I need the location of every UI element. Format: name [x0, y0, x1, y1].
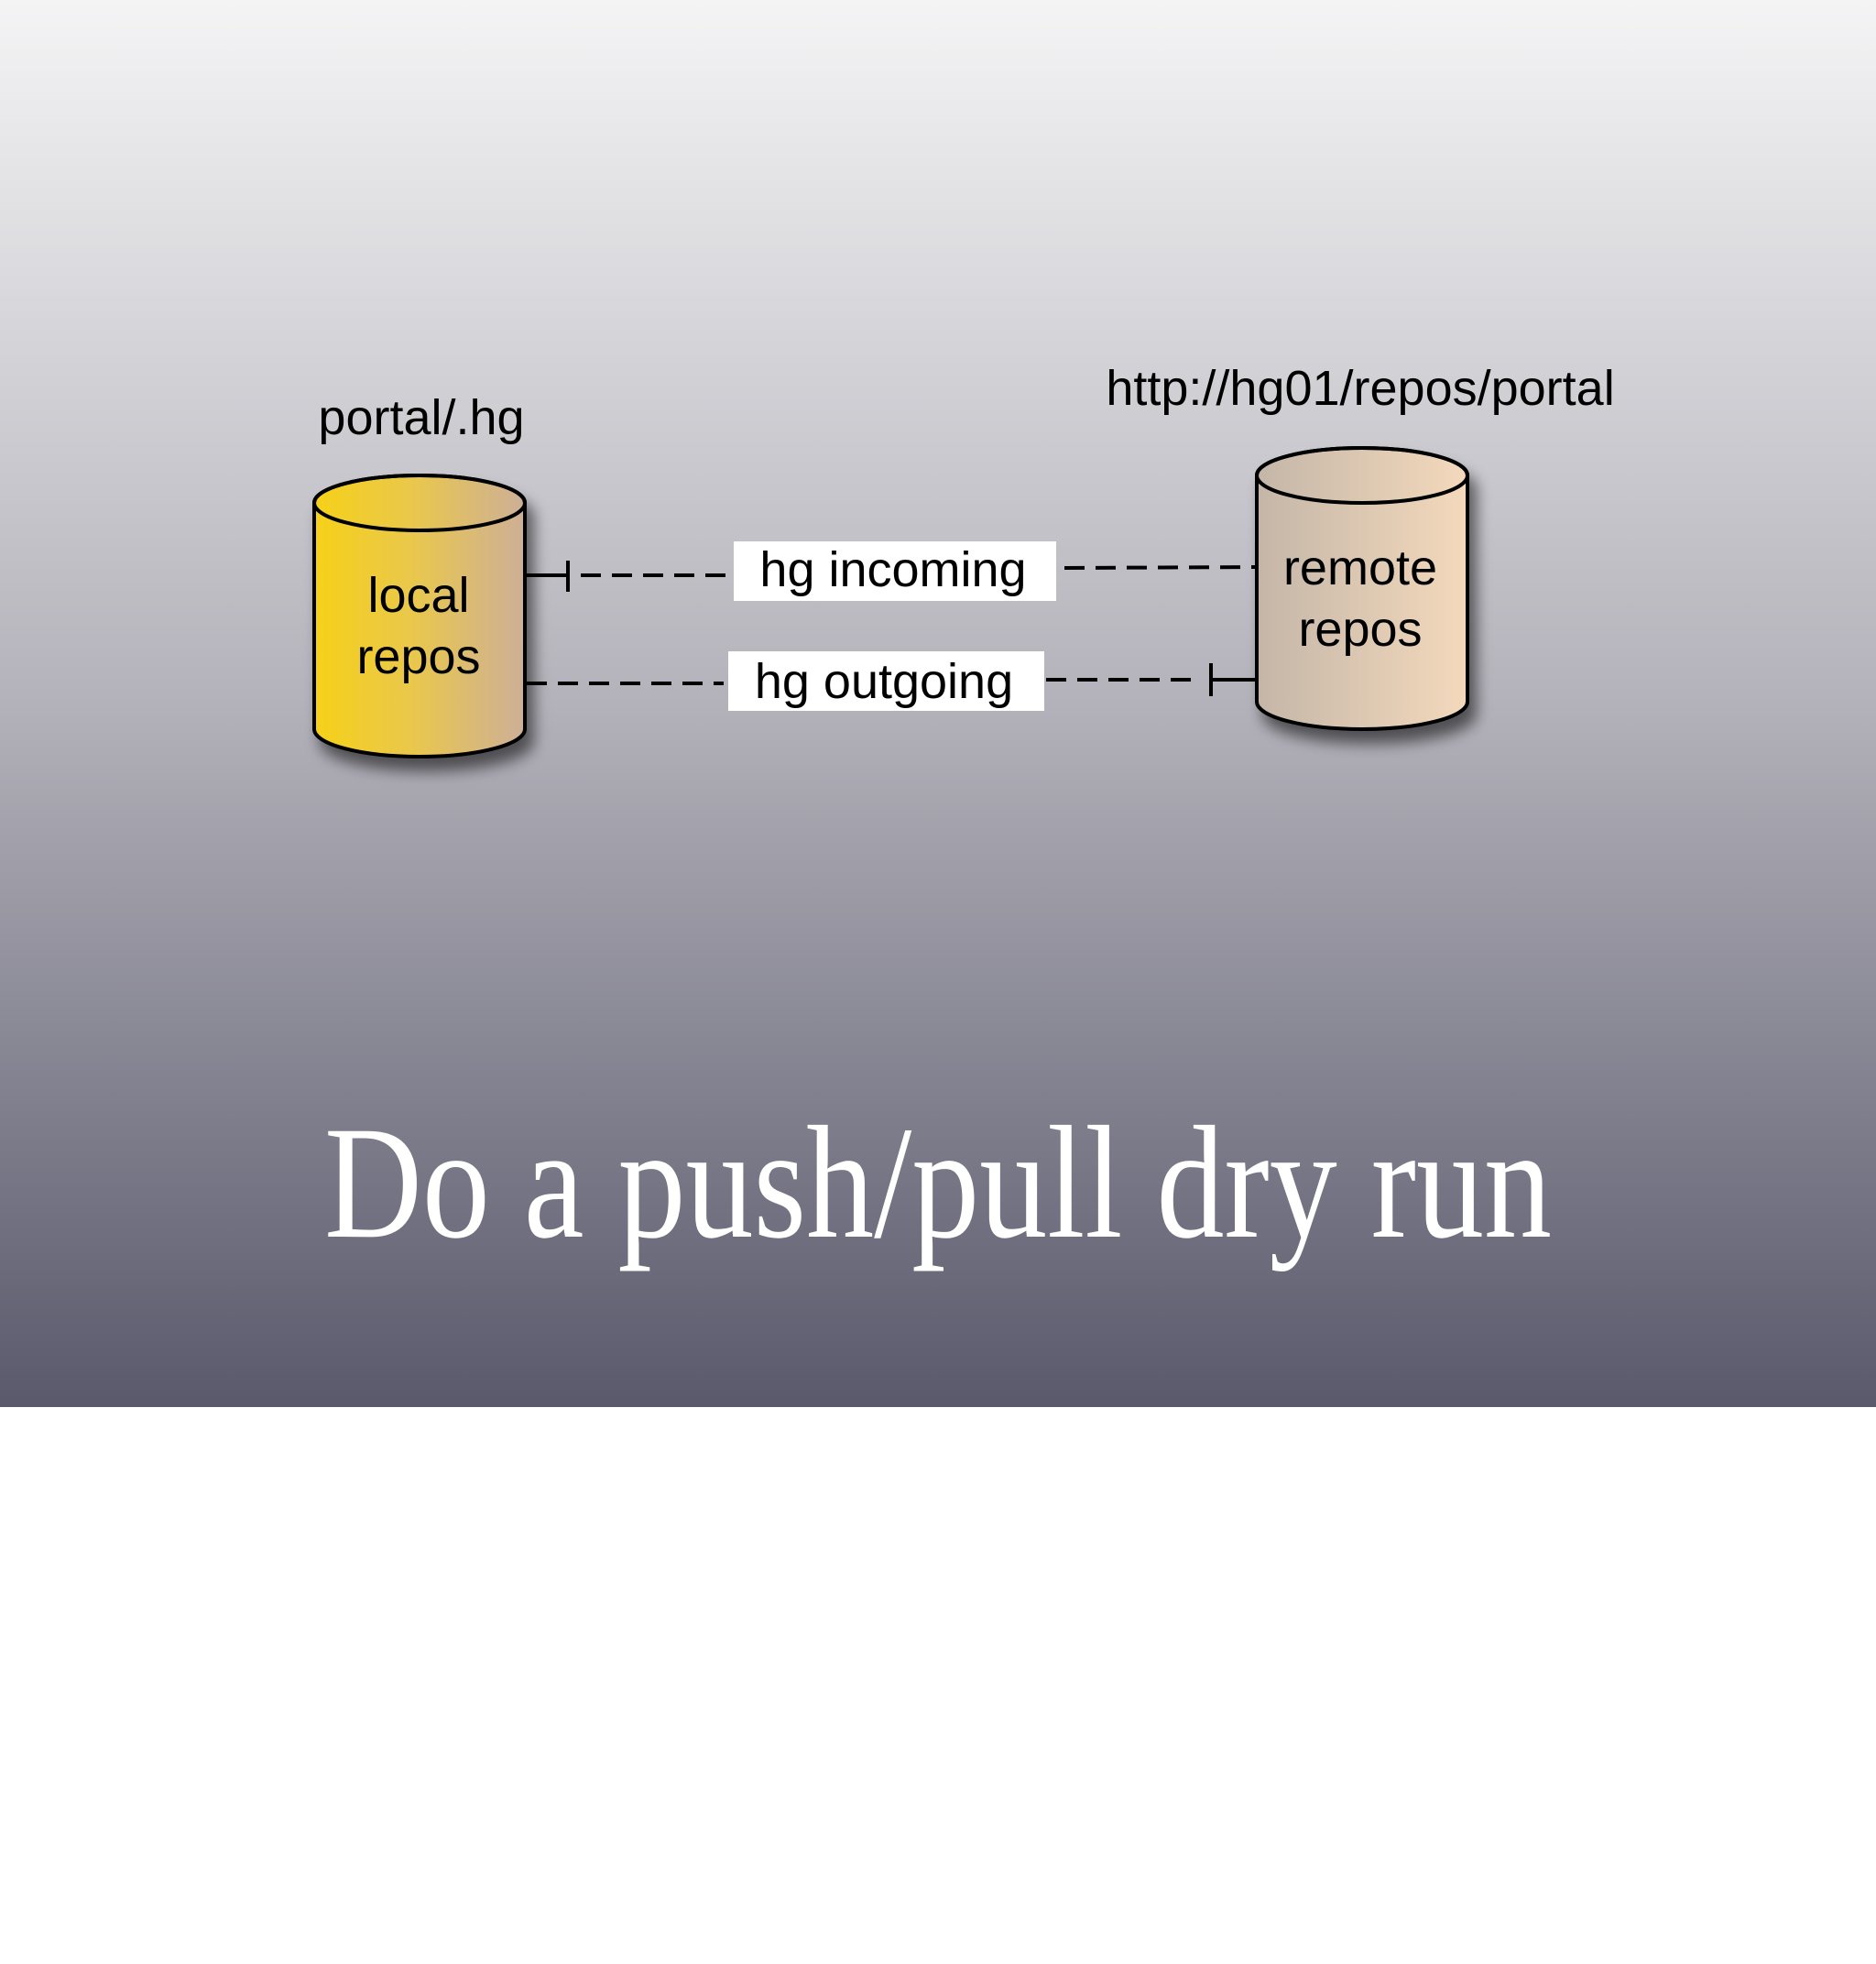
local-repo-cylinder — [312, 474, 527, 758]
incoming-connector — [527, 561, 1258, 592]
remote-repo-path-label: http://hg01/repos/portal — [1106, 361, 1614, 416]
blank-area — [0, 1407, 1876, 1964]
slide: portal/.hg http://hg01/repos/portal loca… — [0, 0, 1876, 1407]
outgoing-connector — [527, 663, 1257, 696]
incoming-label-box — [734, 541, 1056, 601]
incoming-label: hg incoming — [759, 542, 1026, 597]
remote-repo-label-line2: repos — [1298, 602, 1422, 657]
remote-repo-label-line1: remote — [1283, 540, 1437, 595]
remote-repo-cylinder — [1255, 446, 1469, 731]
local-repo-label-line2: repos — [356, 629, 480, 684]
outgoing-label: hg outgoing — [755, 654, 1013, 709]
outgoing-label-box — [728, 651, 1044, 711]
slide-canvas: portal/.hg http://hg01/repos/portal loca… — [0, 0, 1876, 1407]
slide-title: Do a push/pull dry run — [324, 1094, 1552, 1272]
local-repo-path-label: portal/.hg — [318, 390, 524, 445]
local-repo-label-line1: local — [367, 568, 469, 623]
